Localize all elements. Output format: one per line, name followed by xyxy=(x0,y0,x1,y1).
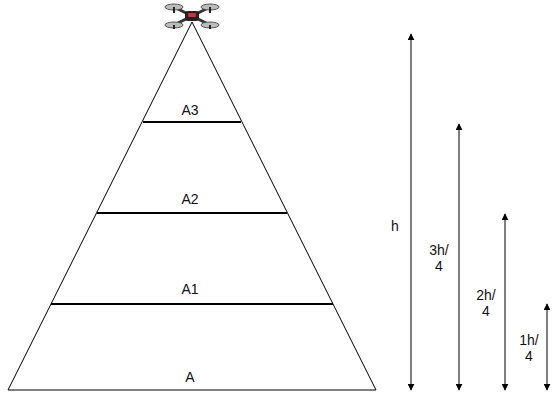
area-label: A2 xyxy=(181,191,198,207)
height-dimension: 3h/4 xyxy=(427,242,451,274)
area-label: A xyxy=(185,369,194,385)
dimension-arrows xyxy=(411,34,547,390)
level-line xyxy=(97,212,287,214)
level-line xyxy=(51,303,333,305)
area-label: A3 xyxy=(181,102,198,118)
height-dimension: 1h/4 xyxy=(517,332,541,364)
pyramid-outline xyxy=(8,22,376,390)
height-dimension: h xyxy=(391,218,399,234)
area-label: A1 xyxy=(181,281,198,297)
drone-icon xyxy=(165,4,219,29)
height-dimension: 2h/4 xyxy=(474,287,498,319)
level-line xyxy=(143,121,241,123)
